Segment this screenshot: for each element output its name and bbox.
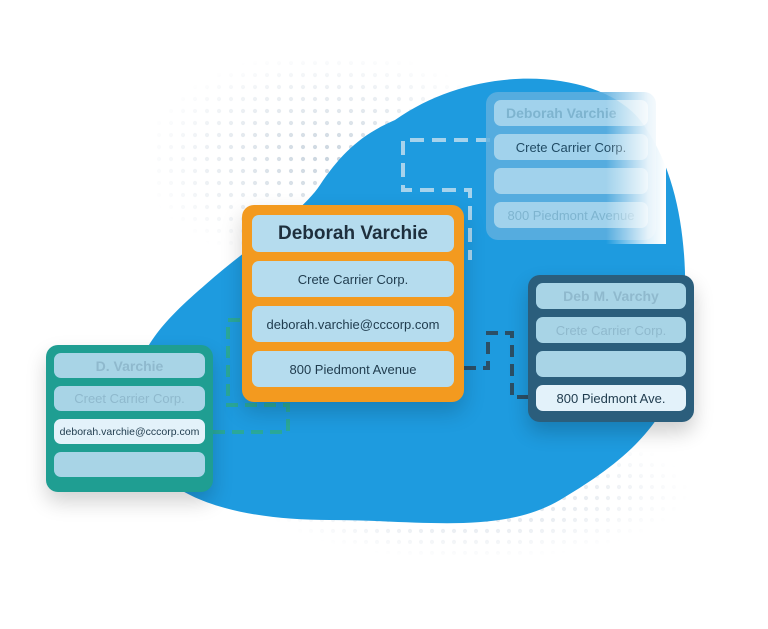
navy-record-email [536,351,686,377]
connector-navy-to-main [464,331,528,399]
main-record-address: 800 Piedmont Avenue [252,351,454,387]
navy-record-card: Deb M. Varchy Crete Carrier Corp. 800 Pi… [528,275,694,422]
main-record-name: Deborah Varchie [252,215,454,252]
main-record-email: deborah.varchie@cccorp.com [252,306,454,342]
navy-record-company: Crete Carrier Corp. [536,317,686,343]
main-record-company: Crete Carrier Corp. [252,261,454,297]
faded-card-edge-fade [606,88,666,244]
main-record-card: Deborah Varchie Crete Carrier Corp. debo… [242,205,464,402]
teal-record-company: Creet Carrier Corp. [54,386,205,411]
navy-record-address: 800 Piedmont Ave. [536,385,686,411]
connector-faded-to-main [401,138,490,260]
teal-record-address [54,452,205,477]
teal-record-email: deborah.varchie@cccorp.com [54,419,205,444]
navy-record-name: Deb M. Varchy [536,283,686,309]
connector-teal-to-main [213,318,290,434]
teal-record-name: D. Varchie [54,353,205,378]
teal-record-card: D. Varchie Creet Carrier Corp. deborah.v… [46,345,213,492]
